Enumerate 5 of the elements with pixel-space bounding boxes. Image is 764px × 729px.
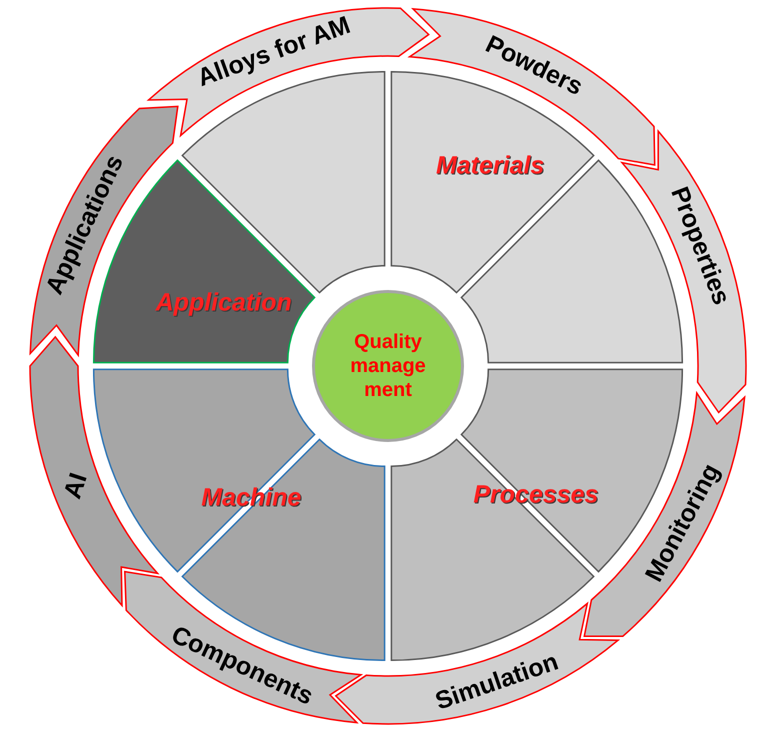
segment-label: AI bbox=[60, 470, 92, 502]
segment-label: Alloys for AM bbox=[194, 13, 354, 92]
center-label: Quality manage ment bbox=[349, 330, 427, 402]
sector-label: Application bbox=[156, 290, 292, 316]
sector-label: Materials bbox=[436, 153, 544, 178]
